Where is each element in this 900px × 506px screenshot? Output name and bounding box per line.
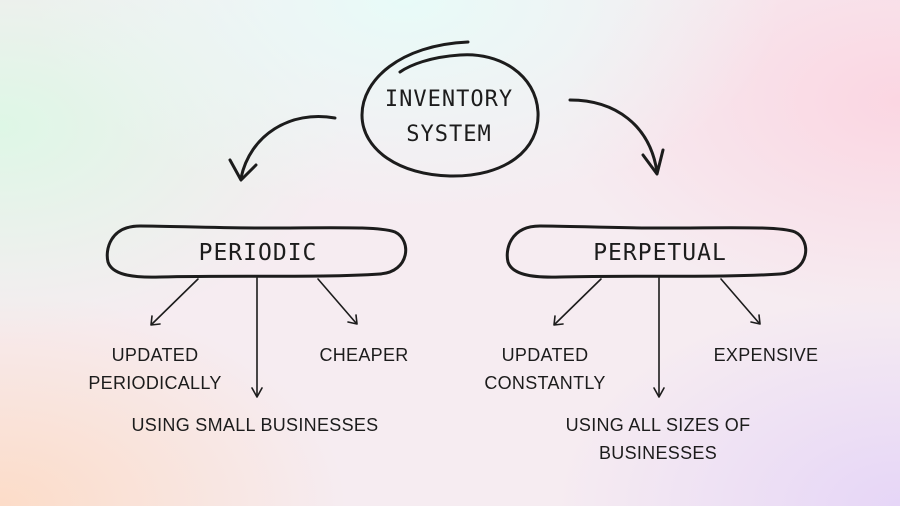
periodic-bottom-label: USING SMALL BUSINESSES: [131, 415, 379, 435]
periodic-left-label: UPDATED PERIODICALLY: [88, 345, 222, 393]
perpetual-capsule: [505, 224, 808, 279]
periodic-title: PERIODIC: [199, 240, 318, 266]
perpetual-arrows: [553, 277, 761, 398]
perpetual-bottom-label: USING ALL SIZES OF BUSINESSES: [565, 415, 751, 463]
perpetual-right-label: EXPENSIVE: [713, 345, 819, 365]
center-title-line2: SYSTEM: [406, 122, 491, 147]
perpetual-title: PERPETUAL: [593, 240, 727, 266]
periodic-right-label: CHEAPER: [319, 345, 409, 365]
arrow-head-periodic: [228, 158, 258, 182]
periodic-capsule: [105, 224, 408, 279]
arrow-center-to-perpetual: [568, 98, 659, 174]
periodic-arrows: [150, 277, 358, 398]
center-circle: [360, 40, 540, 178]
arrow-head-perpetual: [641, 148, 665, 176]
perpetual-left-label: UPDATED CONSTANTLY: [484, 345, 606, 393]
arrow-center-to-periodic: [239, 115, 337, 180]
center-title-line1: INVENTORY: [385, 87, 513, 112]
